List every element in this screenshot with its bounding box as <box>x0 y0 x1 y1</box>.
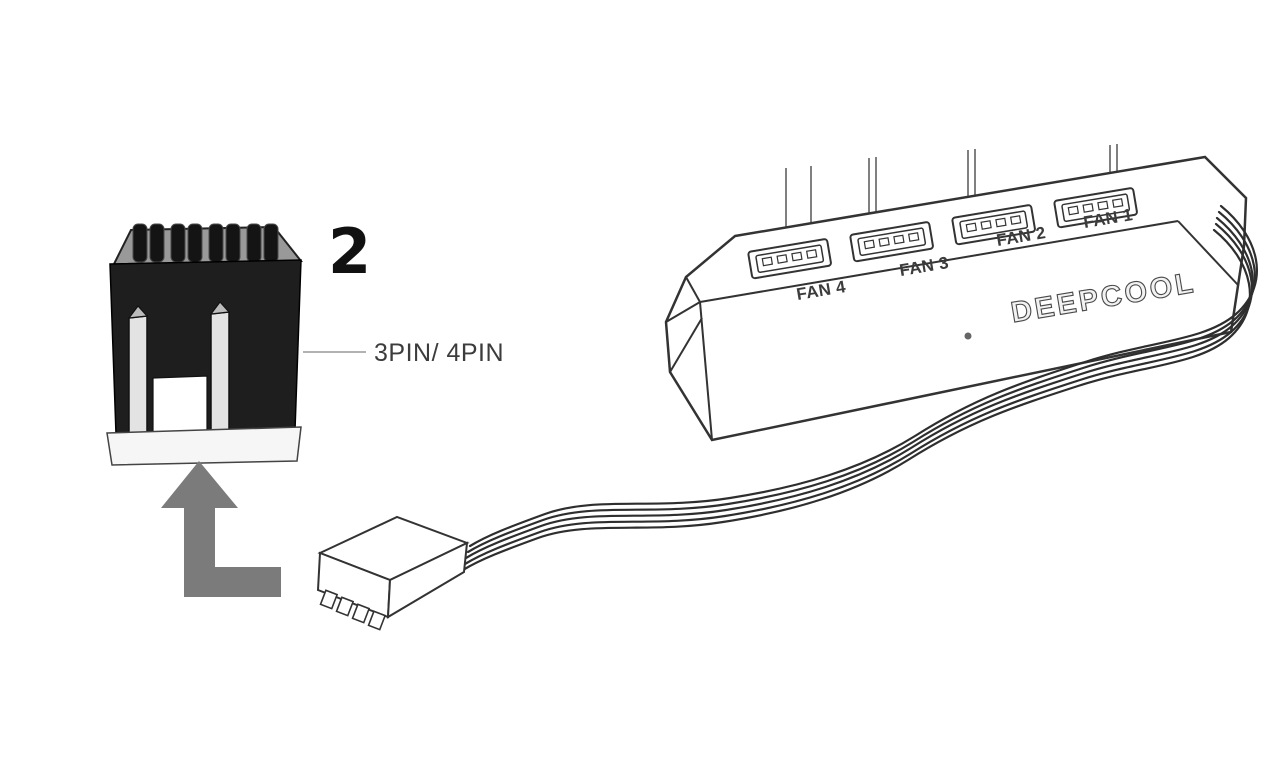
plug-pins <box>319 589 387 631</box>
latch-bevel <box>209 301 231 315</box>
plug-right-face <box>386 541 469 619</box>
hub-bevel-edge <box>669 317 703 373</box>
latch <box>128 315 148 439</box>
indicator-dot <box>964 332 972 340</box>
hub-bevel-edge <box>665 301 701 323</box>
fan-plug-connector <box>316 515 470 631</box>
hub-body <box>664 155 1248 442</box>
fan-connector-socket <box>106 223 304 466</box>
step-number: 2 <box>328 215 371 288</box>
fan-hub: FAN 4 FAN 3 FAN 2 FAN 1 DEEPCOOL <box>664 144 1248 442</box>
hub-edges <box>665 220 1239 441</box>
pin <box>263 223 279 263</box>
plug-pin <box>335 596 355 617</box>
pin <box>170 223 186 263</box>
hub-front-left-edge <box>699 301 713 441</box>
latch-bevel <box>127 305 149 319</box>
hub-right-end-edge <box>1177 220 1239 286</box>
plug-pin <box>351 603 371 624</box>
connector-base <box>106 426 302 466</box>
pin <box>132 223 148 263</box>
pin <box>246 223 262 263</box>
hub-bevel-edge <box>685 276 701 303</box>
plug-pin <box>319 589 339 610</box>
connector-pins <box>132 223 279 263</box>
hub-front-top-edge <box>699 220 1179 303</box>
pin <box>187 223 203 263</box>
pin <box>149 223 165 263</box>
up-arrow <box>161 461 281 597</box>
connector-latches <box>127 301 231 439</box>
plug-pin <box>367 610 387 631</box>
connector-notch <box>152 375 208 436</box>
pin <box>208 223 224 263</box>
pin <box>225 223 241 263</box>
pin-type-label: 3PIN/ 4PIN <box>374 339 504 367</box>
latch <box>210 311 230 437</box>
